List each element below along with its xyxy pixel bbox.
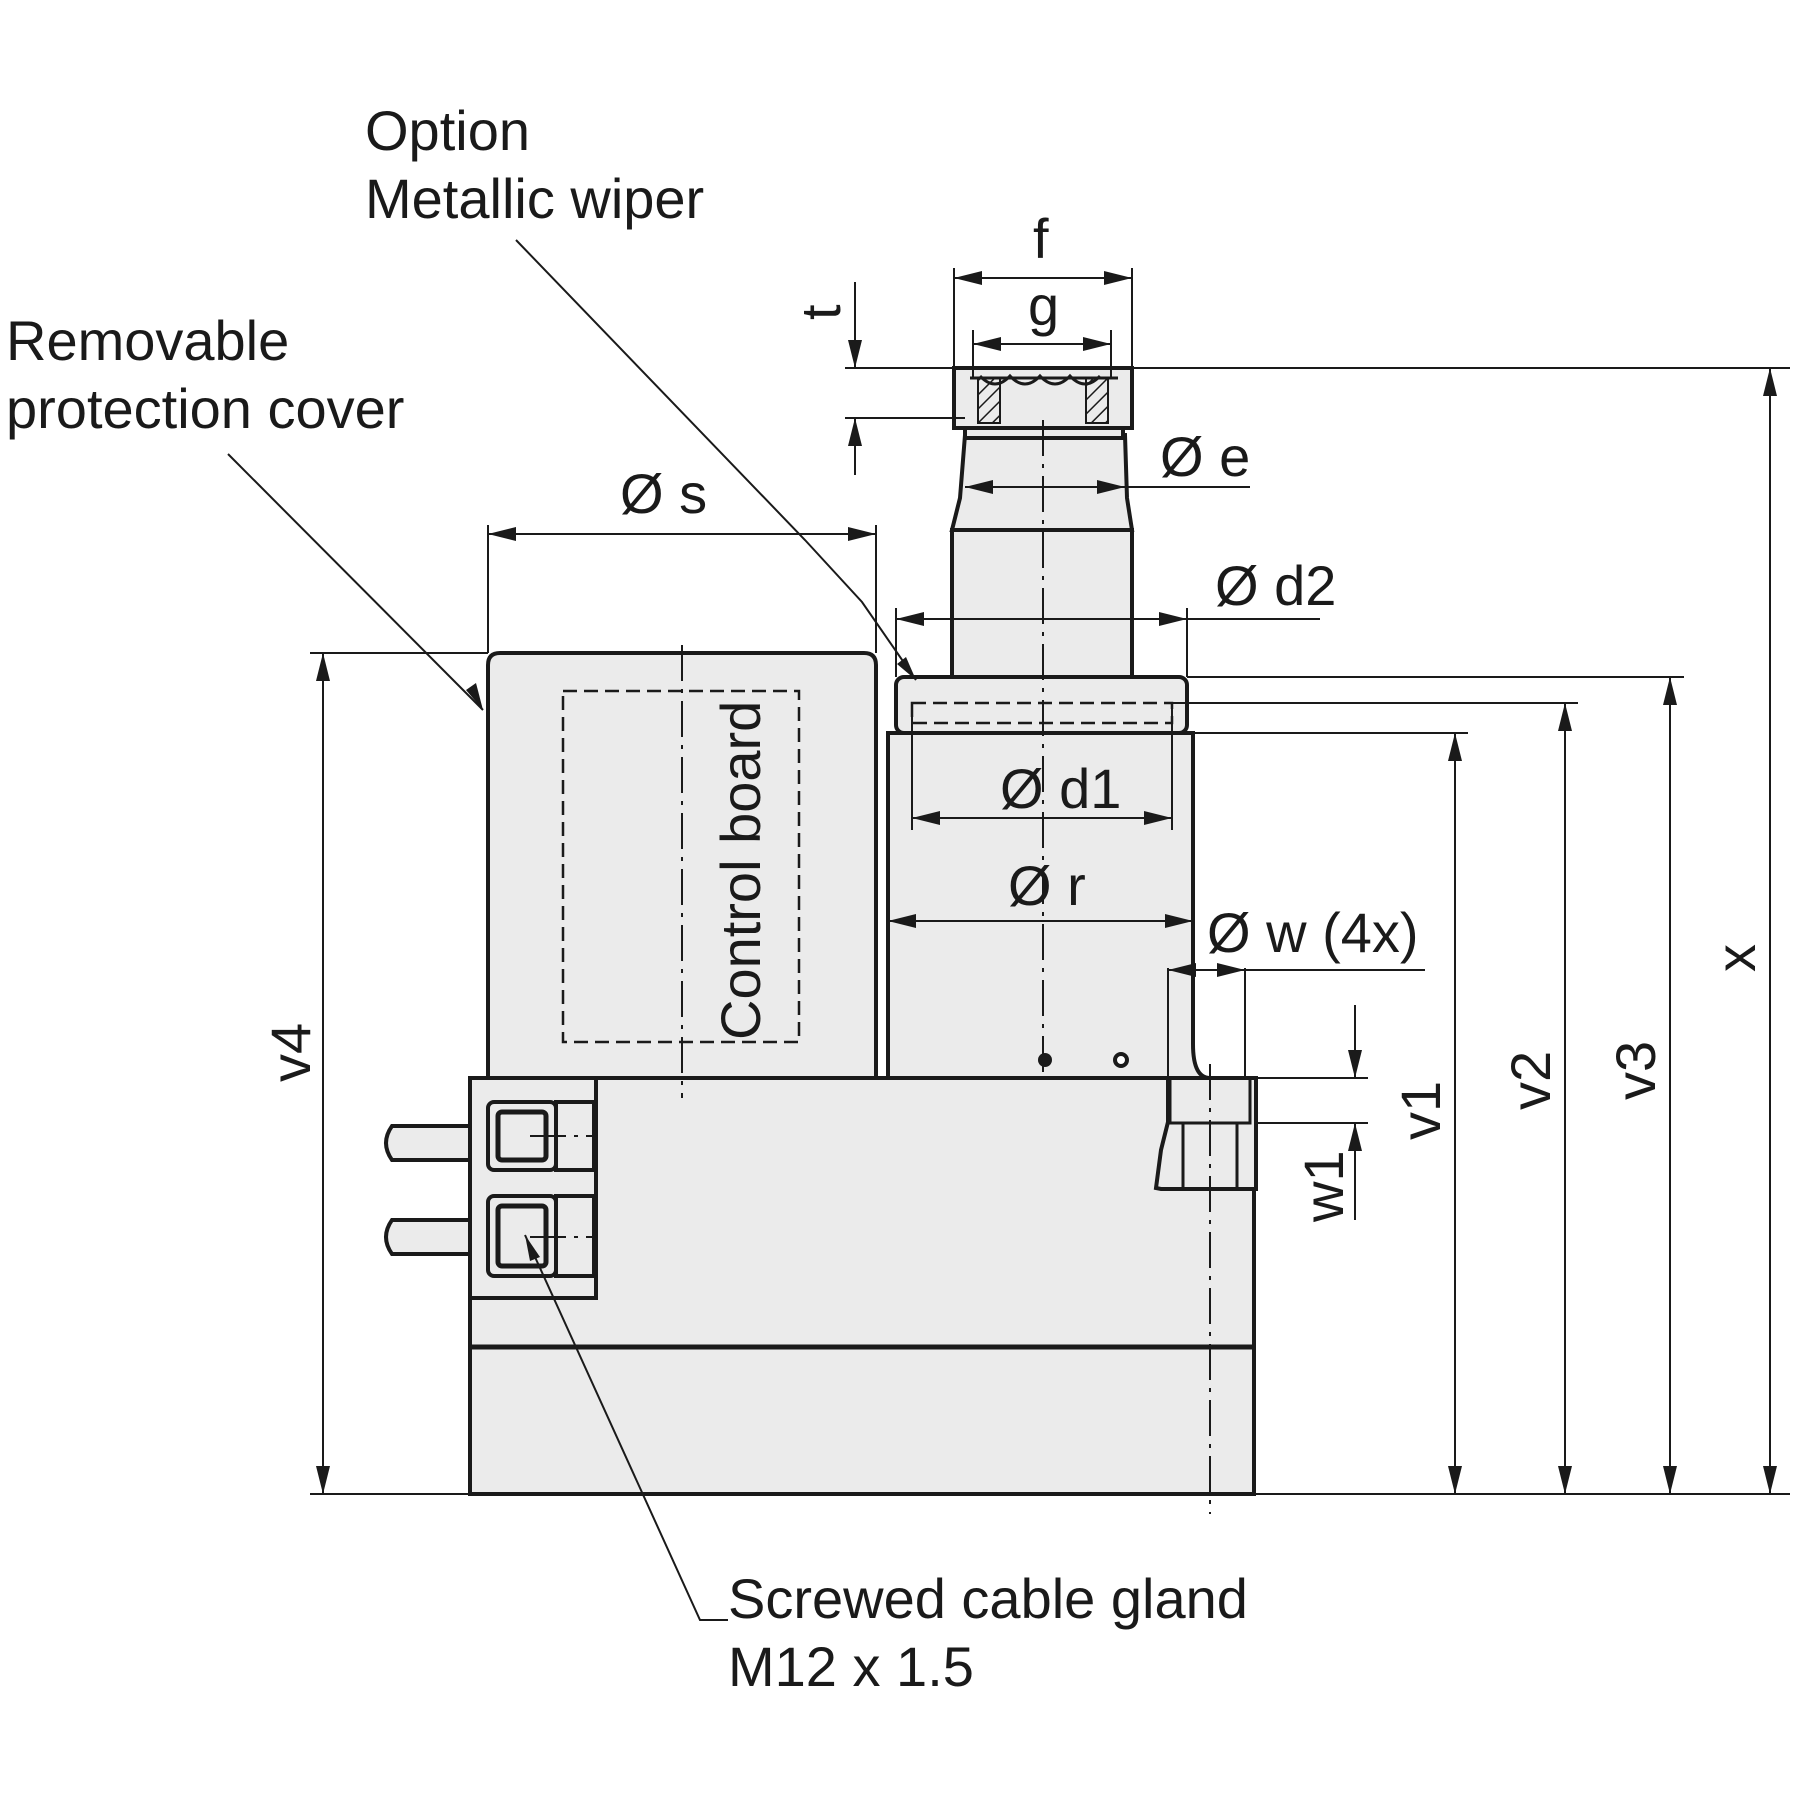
label-cable-gland-thread: M12 x 1.5 [728, 1635, 974, 1698]
screw-dot-1 [1038, 1053, 1052, 1067]
label-protection-cover: protection cover [6, 377, 404, 440]
label-cable-gland: Screwed cable gland [728, 1567, 1248, 1630]
label-control-board: Control board [709, 701, 772, 1040]
dim-v4: v4 [259, 1023, 322, 1082]
cable-1 [384, 1124, 472, 1162]
cable-2 [384, 1218, 472, 1256]
wiper-leader [515, 239, 917, 681]
label-removable: Removable [6, 309, 289, 372]
cover-leader [227, 453, 484, 711]
dim-d1: Ø d1 [1000, 757, 1121, 820]
gland-leader [524, 1234, 728, 1621]
device-body [468, 366, 1258, 1496]
dim-f: f [1033, 207, 1049, 270]
dim-g: g [1028, 274, 1059, 337]
dim-t: t [789, 304, 852, 320]
dim-r: Ø r [1008, 854, 1086, 917]
protection-cover [486, 651, 878, 1080]
arrowheads [316, 271, 1777, 1494]
labels: Option Metallic wiper Removable protecti… [6, 99, 1248, 1698]
leader-lines [227, 239, 917, 1621]
base-block [468, 1076, 1256, 1496]
dim-v1: v1 [1389, 1081, 1452, 1140]
dimension-labels: f g t Ø e Ø s Ø d2 Ø d1 Ø r Ø w (4x) w1 … [259, 207, 1767, 1223]
dim-w1: w1 [1292, 1150, 1355, 1223]
screw-dot-2 [1113, 1052, 1129, 1068]
dim-d2: Ø d2 [1215, 554, 1336, 617]
dimension-lines [310, 268, 1790, 1495]
dim-v3: v3 [1604, 1041, 1667, 1100]
label-metallic-wiper: Metallic wiper [365, 167, 704, 230]
dim-x: x [1704, 944, 1767, 972]
nut-knurl [978, 373, 1102, 386]
collar-d2 [894, 675, 1189, 735]
dim-w: Ø w (4x) [1207, 901, 1419, 964]
dim-e: Ø e [1160, 425, 1250, 488]
label-option: Option [365, 99, 530, 162]
mounting-hole [1153, 1076, 1258, 1191]
dim-v2: v2 [1499, 1051, 1562, 1110]
dim-s: Ø s [620, 462, 707, 525]
